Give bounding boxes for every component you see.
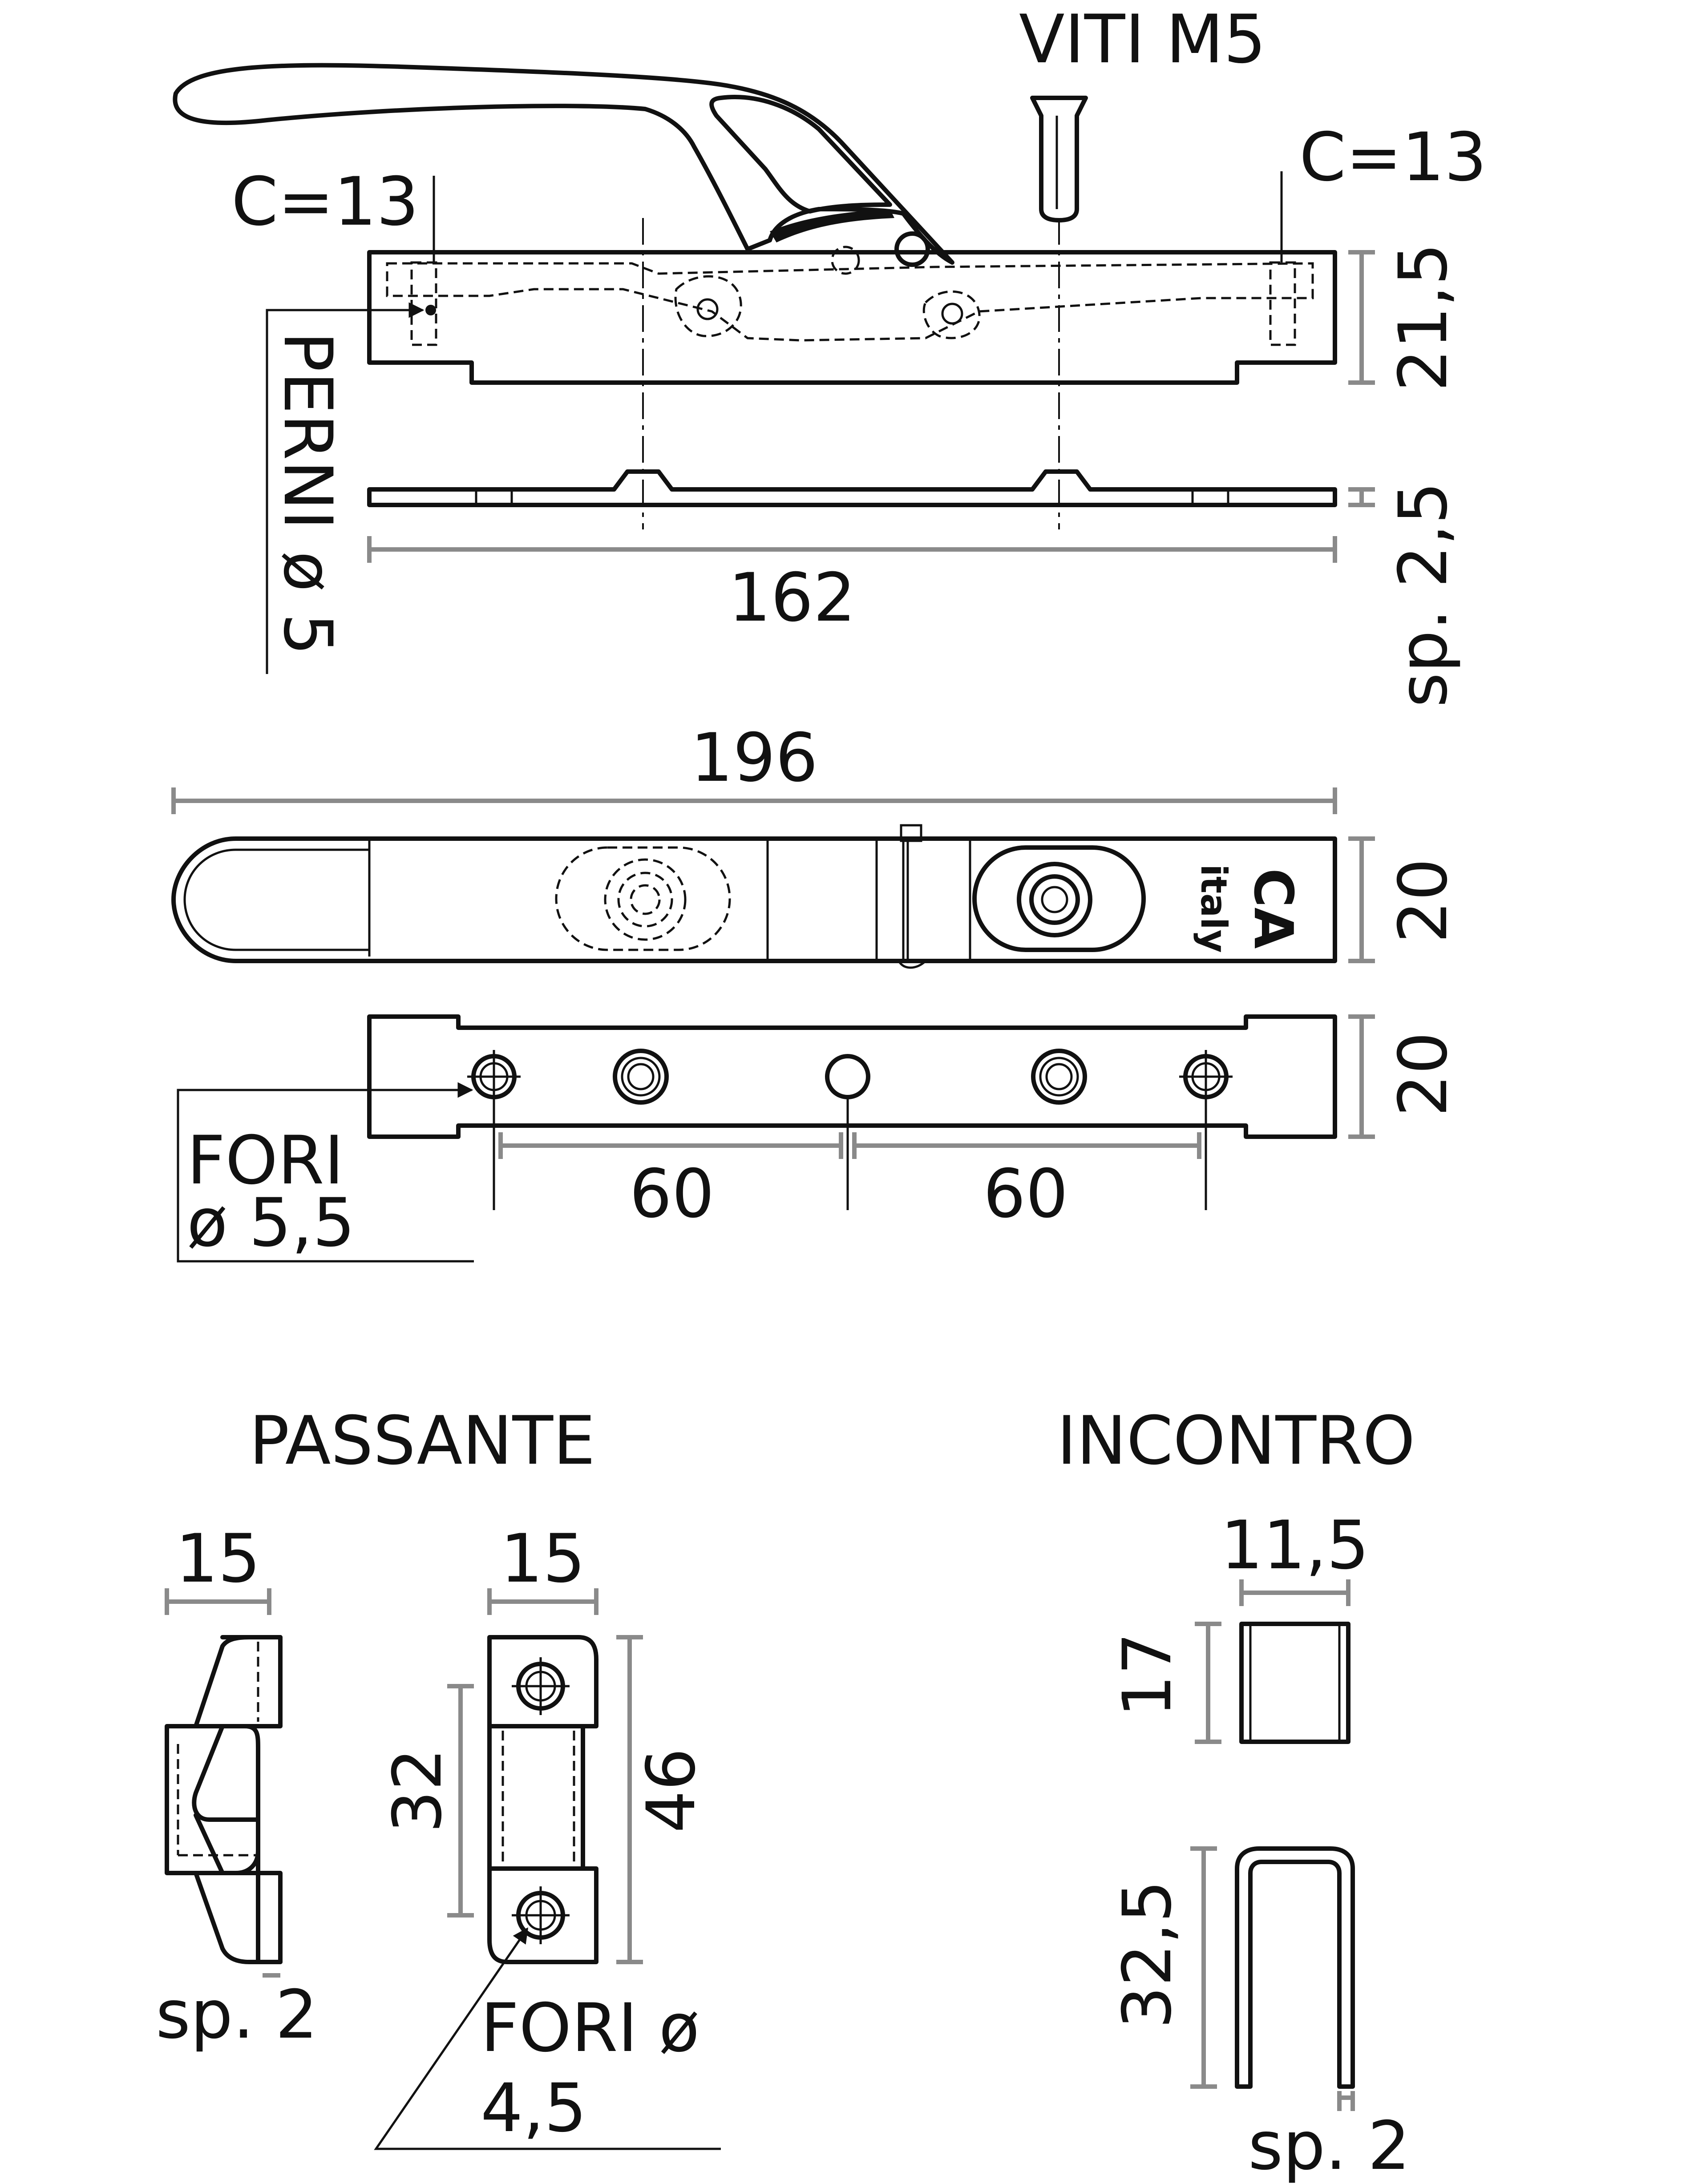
hidden-ring (617, 872, 673, 928)
hidden-link-2 (922, 290, 981, 339)
rosette-oval (972, 845, 1146, 952)
hidden-mechanism (386, 262, 1314, 342)
hidden-ring (604, 858, 687, 941)
base-plate (367, 469, 1337, 507)
label-p-46: 46 (633, 1748, 710, 1833)
hidden-pin-c (831, 246, 860, 275)
label-196: 196 (691, 719, 818, 797)
label-162: 162 (728, 559, 856, 637)
handle-side-inner (183, 848, 371, 951)
base-plate-outline (367, 1014, 1337, 1139)
handle-side-outline (171, 836, 1337, 963)
label-p-sp-2: sp. 2 (156, 1976, 318, 2054)
label-c13-right: C=13 (1299, 119, 1487, 196)
passante-side-upper (194, 1635, 283, 1728)
incontro-views (1190, 1579, 1355, 2111)
label-20-b: 20 (1385, 1032, 1462, 1117)
svg-text:CA: CA (1242, 868, 1304, 949)
label-fori-2: ø 5,5 (187, 1184, 355, 1262)
pin-hole-left (410, 261, 437, 346)
hidden-oval (555, 846, 731, 951)
hole-countersunk-a (613, 1049, 669, 1105)
label-i-17: 17 (1109, 1632, 1186, 1717)
handle-top-view (173, 63, 1375, 674)
label-p-fori-1: FORI ø (481, 1990, 699, 2067)
hole-ring (621, 1057, 661, 1097)
label-60-b: 60 (983, 1155, 1068, 1233)
passante-fori-leader (374, 1927, 721, 2150)
hole-countersunk-b (1031, 1049, 1087, 1105)
label-fori-1: FORI (187, 1122, 344, 1199)
perni-leader (266, 302, 425, 674)
pin-hole-right (1269, 261, 1296, 346)
handle-grip-band (770, 209, 894, 242)
hidden-link (674, 275, 742, 337)
label-20-a: 20 (1385, 858, 1462, 943)
hinge-block-2 (906, 837, 971, 962)
section-title-incontro: INCONTRO (1057, 1402, 1415, 1480)
screw-m5-icon (1030, 96, 1088, 222)
label-p-32: 32 (379, 1748, 457, 1833)
incontro-front (1239, 1622, 1350, 1744)
label-21-5: 21,5 (1385, 243, 1462, 392)
handle-grip-inner (709, 95, 892, 214)
label-c13-left: C=13 (231, 163, 419, 241)
labels: VITI M5 C=13 C=13 162 196 PERNI ø 5 21,5… (156, 1, 1487, 2184)
base-plate-holes-view (177, 1014, 1375, 1263)
label-p-15-b: 15 (501, 1520, 586, 1598)
passante-side-body (165, 1724, 260, 1875)
hole-ring (627, 1063, 655, 1090)
hinge-block (875, 837, 905, 962)
hole-center (825, 1054, 870, 1099)
handle-lever (173, 63, 954, 265)
label-viti-m5: VITI M5 (1019, 1, 1266, 78)
hole-ring (1045, 1063, 1073, 1090)
hidden-pin-a (696, 298, 719, 320)
label-p-15-a: 15 (176, 1520, 261, 1598)
passante-side-lower (194, 1871, 283, 1964)
label-perni: PERNI ø 5 (269, 331, 346, 655)
label-i-11-5: 11,5 (1221, 1507, 1369, 1584)
label-i-sp-2: sp. 2 (1248, 2107, 1410, 2184)
label-i-32-5: 32,5 (1109, 1880, 1186, 2029)
label-60-a: 60 (630, 1155, 715, 1233)
svg-text:italy: italy (1193, 864, 1234, 953)
rosette-hole (1041, 886, 1068, 913)
label-sp-2-5: sp. 2,5 (1385, 482, 1462, 707)
handle-side-view: CA italy (171, 787, 1375, 969)
hidden-ring (630, 884, 661, 915)
incontro-side (1235, 1846, 1355, 2089)
hinge-cap-top (900, 824, 922, 842)
fori-leader (177, 1082, 474, 1263)
hole-ring (1039, 1057, 1079, 1097)
section-title-passante: PASSANTE (249, 1402, 595, 1480)
label-p-fori-2: 4,5 (481, 2070, 587, 2147)
rosette-ring-inner (1029, 874, 1080, 925)
passante-views (165, 1588, 721, 2150)
base-body (367, 250, 1337, 385)
hidden-pin-b (941, 303, 963, 325)
brand-logo: CA italy (1193, 864, 1304, 953)
hinge-cap-bottom (898, 960, 926, 969)
pin-marker-dot (425, 305, 436, 315)
rosette-ring (1017, 862, 1092, 937)
handle-pivot-circle (894, 231, 930, 267)
